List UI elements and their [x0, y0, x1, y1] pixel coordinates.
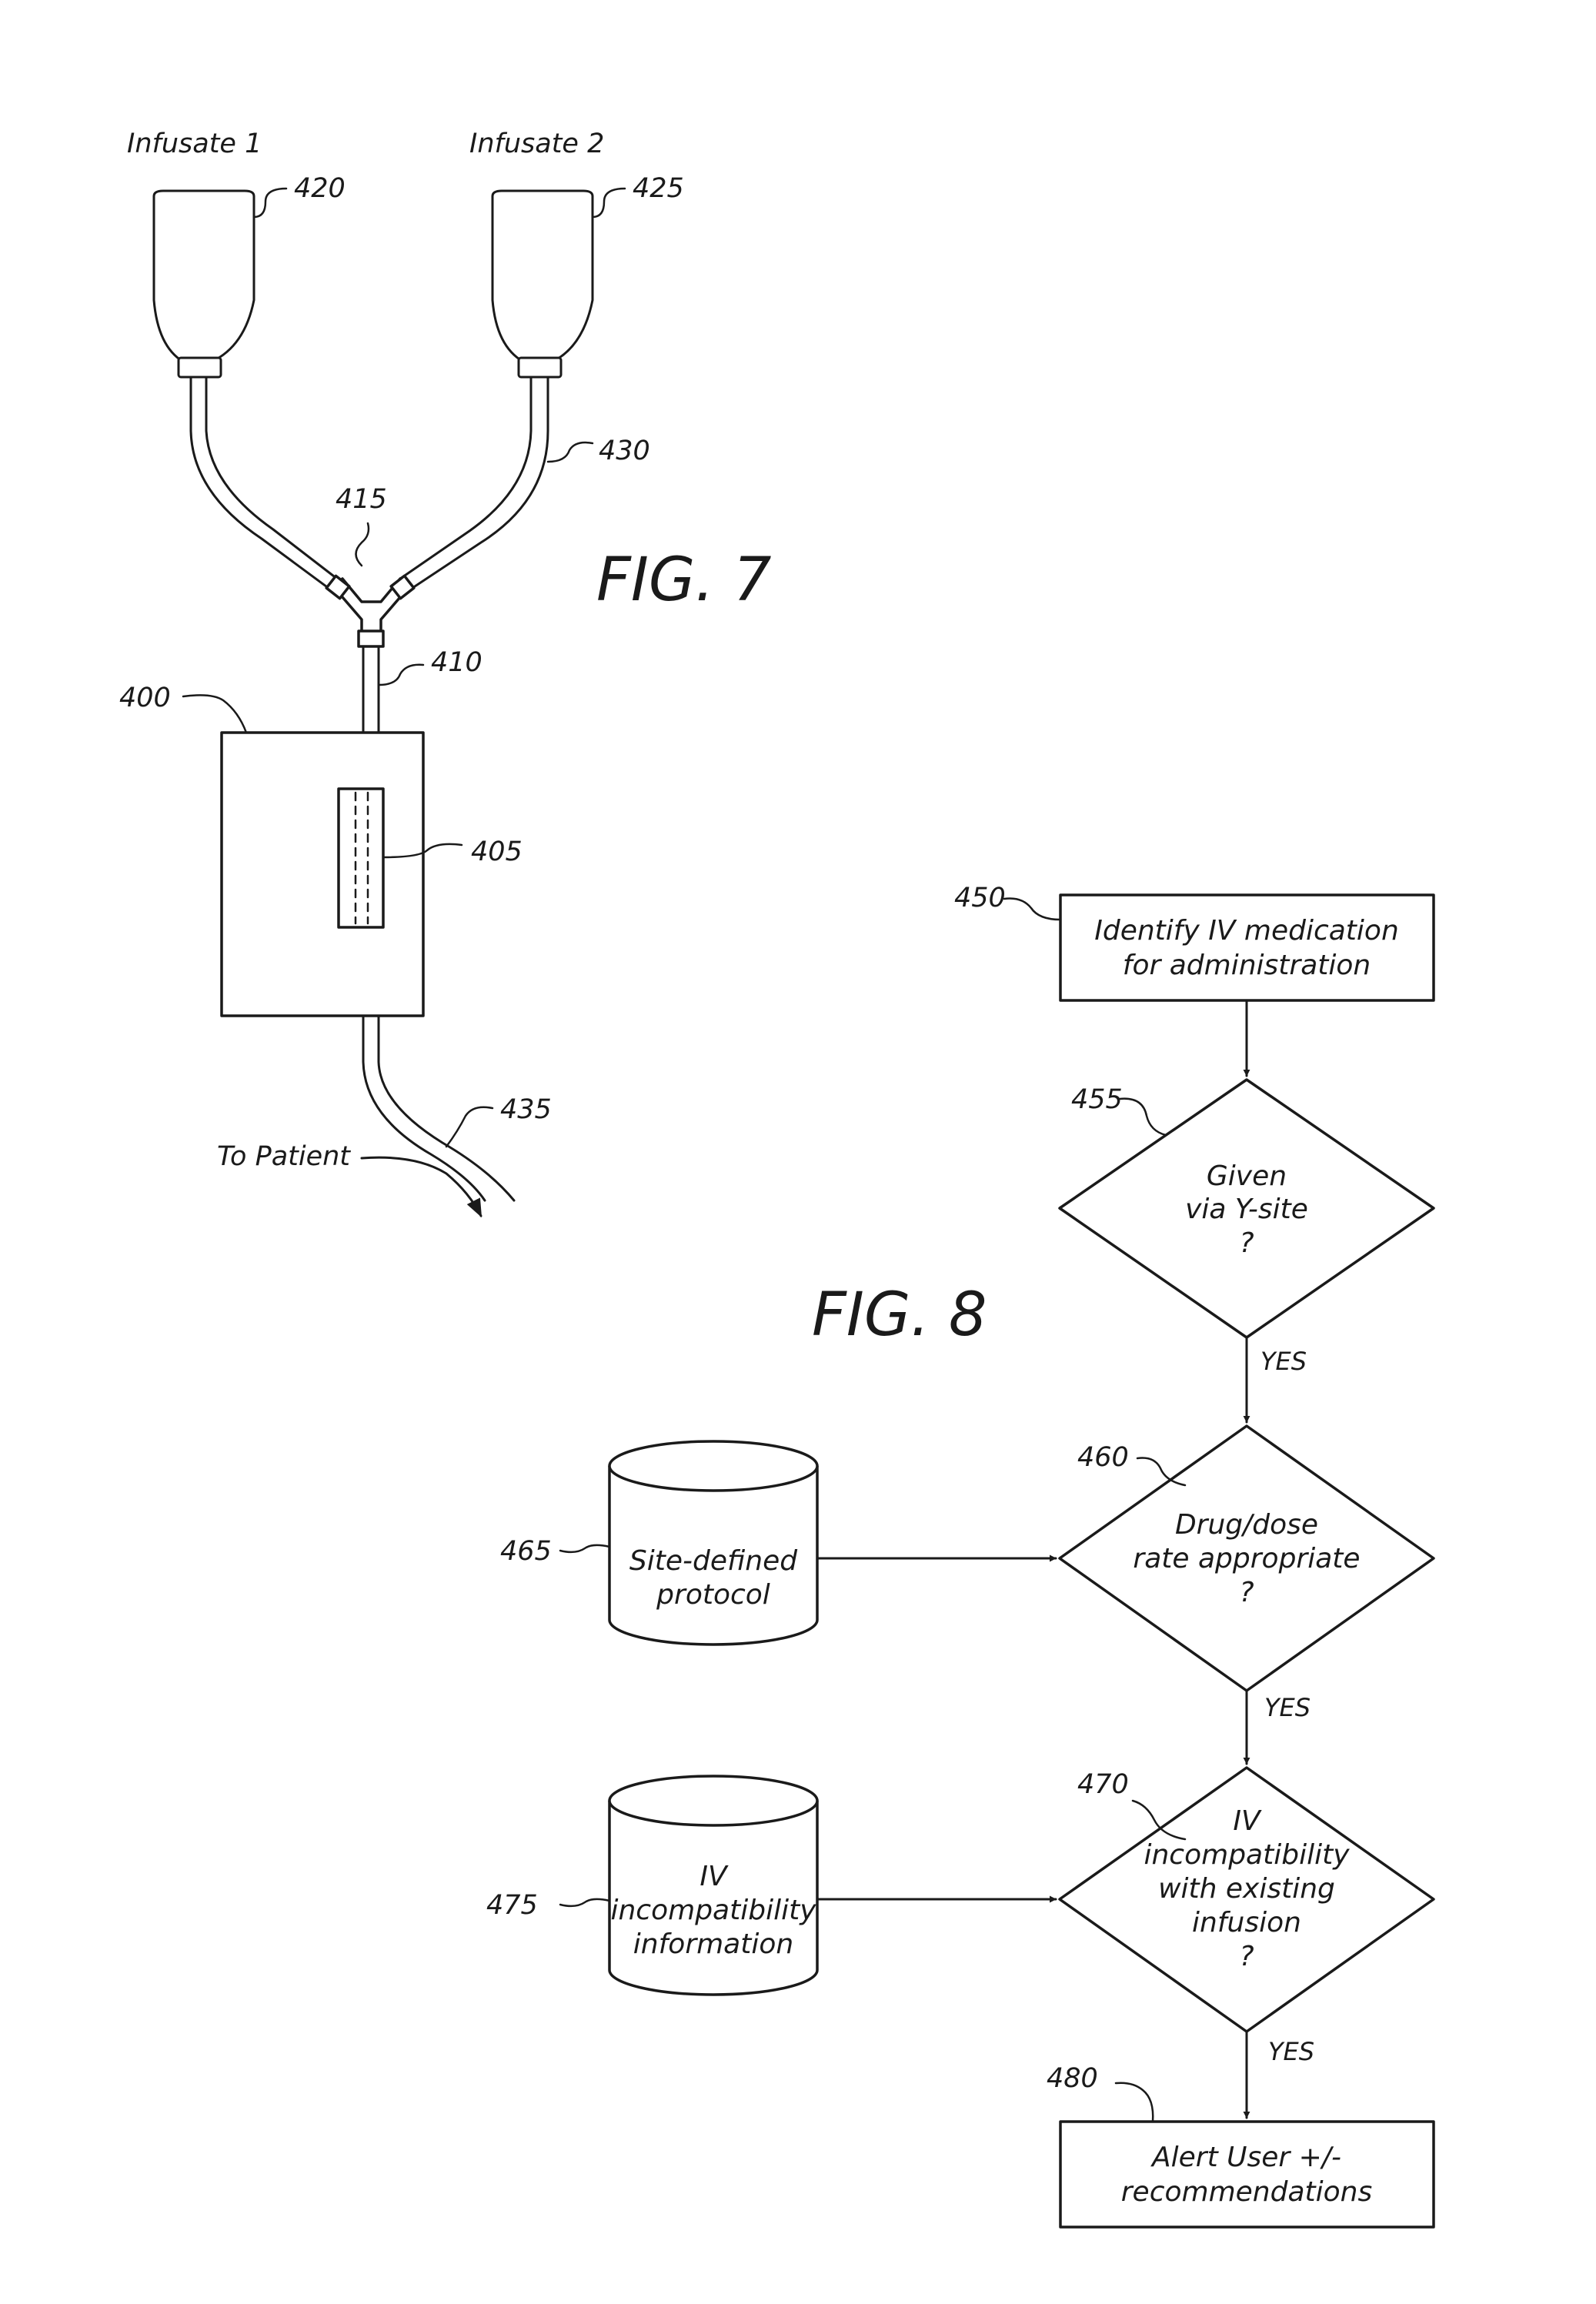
datastore-465	[609, 1441, 817, 1645]
to-patient-label: To Patient	[217, 1141, 351, 1172]
edge-455-yes-label: YES	[1260, 1347, 1307, 1376]
fig8-title: FIG. 8	[812, 1281, 987, 1350]
infusate-1-bag	[154, 191, 254, 377]
leader-415	[356, 523, 369, 566]
decision-470-line-2: incompatibility	[1144, 1839, 1350, 1871]
edge-470-yes-label: YES	[1268, 2037, 1314, 2066]
ref-405: 405	[471, 836, 523, 867]
leader-410	[379, 665, 423, 685]
ref-425: 425	[633, 173, 684, 204]
datastore-475-line-2: incompatibility	[610, 1895, 816, 1926]
y-site-connector	[326, 576, 414, 646]
leader-400	[183, 695, 246, 733]
decision-460-line-1: Drug/dose	[1175, 1509, 1318, 1541]
decision-470-line-3: with existing	[1158, 1873, 1335, 1905]
leader-455	[1120, 1099, 1166, 1135]
datastore-475-line-1: IV	[700, 1861, 729, 1892]
sensor-element	[339, 789, 383, 927]
ref-450: 450	[954, 883, 1006, 913]
fig8-flowchart: FIG. 8 Identify IV medication for admini…	[486, 883, 1434, 2227]
step-480-line-1: Alert User +/-	[1150, 2142, 1341, 2173]
step-480-line-2: recommendations	[1121, 2176, 1373, 2208]
ref-420: 420	[294, 173, 346, 204]
step-450-line-2: for administration	[1123, 950, 1371, 981]
to-patient-arrow	[362, 1157, 481, 1216]
leader-475	[560, 1899, 609, 1906]
leader-465	[560, 1545, 609, 1552]
ref-480: 480	[1047, 2063, 1098, 2094]
leader-430	[548, 442, 593, 462]
datastore-475-line-3: information	[633, 1928, 793, 1960]
leader-450	[1004, 899, 1060, 920]
ref-400: 400	[119, 683, 171, 713]
decision-460-line-2: rate appropriate	[1133, 1543, 1360, 1574]
decision-460-line-3: ?	[1239, 1577, 1254, 1608]
ref-430: 430	[599, 436, 650, 466]
decision-455-line-3: ?	[1239, 1227, 1254, 1259]
decision-470-line-1: IV	[1233, 1805, 1262, 1837]
ref-455: 455	[1071, 1084, 1123, 1115]
datastore-465-line-2: protocol	[656, 1579, 770, 1611]
patient-tube-left	[363, 1016, 485, 1200]
ref-410: 410	[431, 647, 482, 678]
infusion-pump	[222, 733, 423, 1016]
ref-460: 460	[1077, 1442, 1129, 1473]
step-450-box	[1060, 895, 1434, 1000]
ref-470: 470	[1077, 1769, 1129, 1800]
leader-435	[446, 1107, 492, 1147]
step-450-line-1: Identify IV medication	[1094, 915, 1399, 947]
infusate-2-label: Infusate 2	[469, 129, 604, 159]
infusate-1-label: Infusate 1	[127, 129, 262, 159]
decision-470-line-5: ?	[1239, 1941, 1254, 1972]
decision-455-line-2: via Y-site	[1185, 1194, 1308, 1225]
decision-470-line-4: infusion	[1192, 1907, 1301, 1938]
ref-435: 435	[500, 1094, 552, 1125]
leader-420	[254, 189, 286, 217]
leader-480	[1116, 2083, 1153, 2122]
ref-475: 475	[486, 1890, 538, 1921]
fig7-diagram: Infusate 1 Infusate 2	[119, 129, 772, 1216]
line-2	[400, 377, 531, 579]
line-1-inner	[206, 377, 337, 579]
leader-425	[593, 189, 625, 217]
ref-415: 415	[336, 484, 387, 515]
step-480-box	[1060, 2122, 1434, 2227]
edge-460-yes-label: YES	[1264, 1693, 1311, 1722]
ref-465: 465	[500, 1536, 552, 1567]
infusate-2-bag	[492, 191, 593, 377]
decision-455-line-1: Given	[1207, 1160, 1287, 1192]
datastore-465-line-1: Site-defined	[629, 1545, 798, 1577]
fig7-title: FIG. 7	[596, 546, 772, 615]
